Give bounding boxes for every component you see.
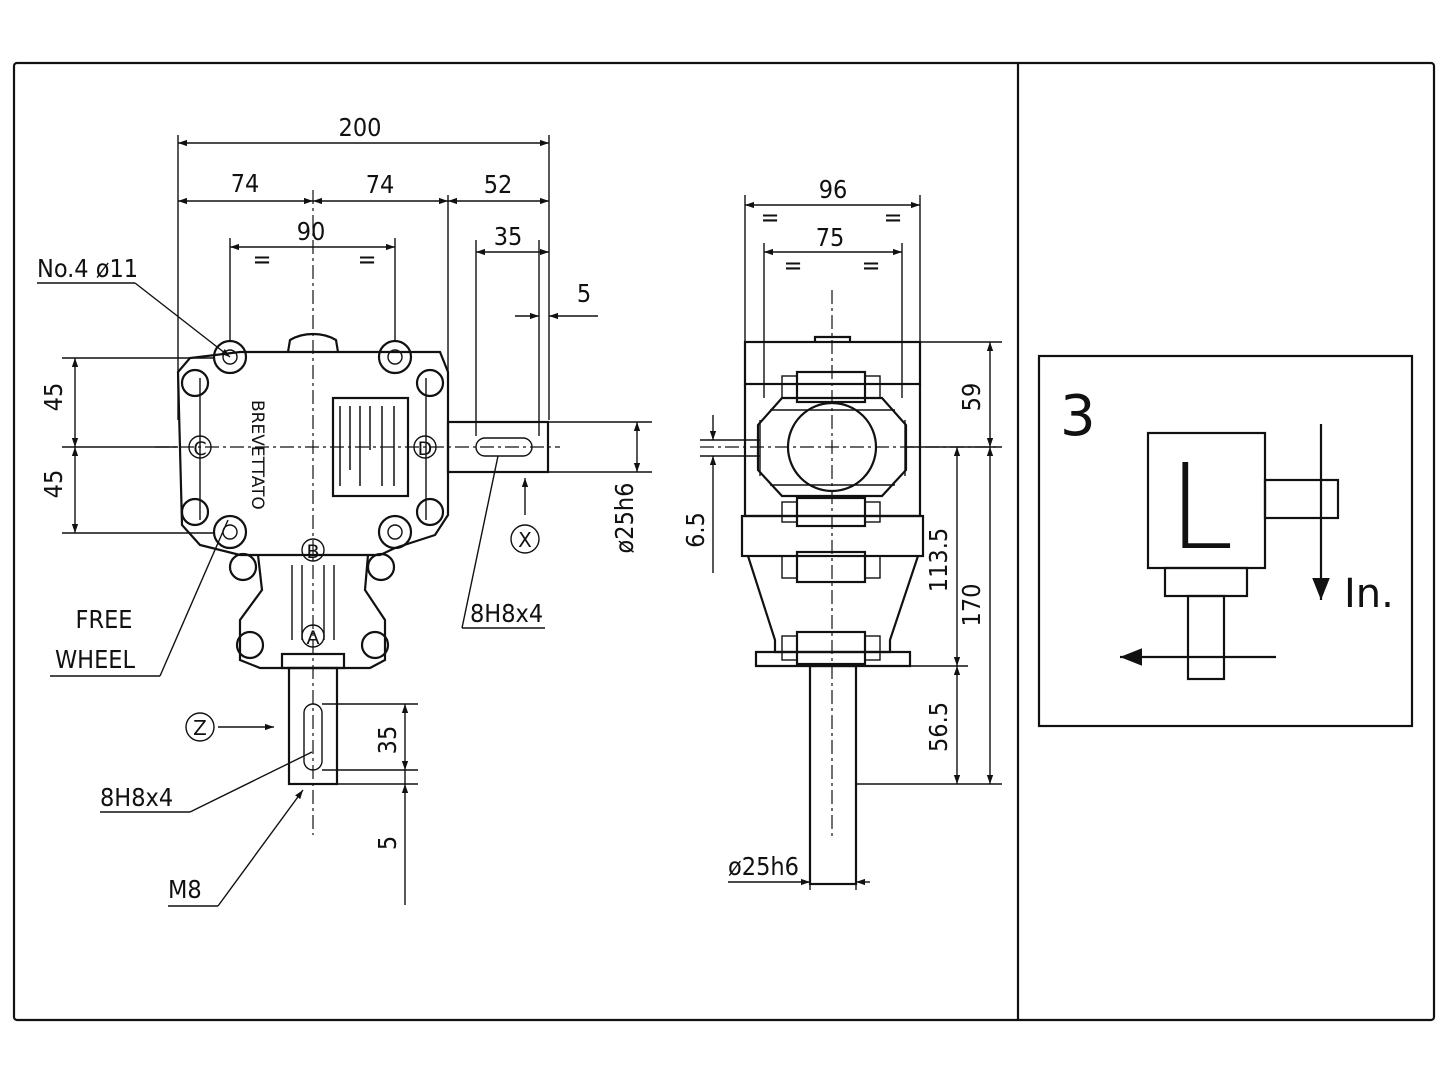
side-dim-59: 59 [957, 383, 986, 412]
eq-mark-1: = [253, 245, 272, 274]
dim-35-key: 35 [494, 222, 523, 251]
dim-74-right: 74 [366, 170, 395, 199]
side-dim-56-5: 56.5 [924, 702, 953, 752]
nameplate [331, 396, 410, 498]
free-wheel-line2: WHEEL [55, 645, 136, 674]
side-shaft-dia: ø25h6 [728, 852, 799, 881]
thread-spec: M8 [168, 875, 202, 904]
brand-label: BREVETTATO [247, 400, 267, 510]
side-dim-170: 170 [957, 584, 986, 627]
front-dims [62, 135, 652, 905]
label-z: Z [193, 716, 207, 740]
configuration-panel: 3 L In. [1037, 354, 1414, 728]
hole-spec: No.4 ø11 [37, 254, 138, 283]
dim-52: 52 [484, 170, 513, 199]
side-dim-6-5: 6.5 [681, 512, 710, 548]
label-b: B [306, 541, 319, 563]
side-eq-1: = [761, 203, 780, 232]
config-number: 3 [1060, 384, 1096, 449]
dim-45-upper: 45 [39, 383, 68, 412]
label-a: A [307, 627, 320, 649]
free-wheel-line1: FREE [76, 605, 133, 634]
side-dim-75: 75 [816, 223, 845, 252]
label-c: C [193, 438, 206, 460]
front-view: C D B A BREVETTATO [37, 113, 652, 907]
key-spec-side: 8H8x4 [470, 599, 543, 628]
side-eq-4: = [862, 251, 881, 280]
dim-45-lower: 45 [39, 470, 68, 499]
mounting-holes [180, 339, 445, 660]
dim-35-bottom: 35 [373, 726, 402, 755]
eq-mark-2: = [358, 245, 377, 274]
label-d: D [418, 438, 433, 460]
side-eq-3: = [784, 251, 803, 280]
label-x: X [518, 528, 532, 552]
dim-5-key: 5 [577, 279, 591, 308]
dim-90: 90 [297, 217, 326, 246]
drawing-frame [12, 61, 1436, 1022]
side-eq-2: = [884, 203, 903, 232]
shaft-dia-side: ø25h6 [610, 483, 639, 554]
key-spec-bottom: 8H8x4 [100, 783, 173, 812]
dim-5-bottom: 5 [373, 836, 402, 850]
side-view: 96 75 = = = = 59 113.5 170 56.5 6.5 ø25h… [681, 175, 1002, 890]
side-dim-96: 96 [819, 175, 848, 204]
side-bolts [781, 370, 881, 666]
dim-200: 200 [339, 113, 382, 142]
config-letter: L [1168, 438, 1234, 576]
dim-74-left: 74 [231, 169, 260, 198]
side-dim-113-5: 113.5 [924, 528, 953, 592]
config-input-label: In. [1344, 571, 1394, 617]
